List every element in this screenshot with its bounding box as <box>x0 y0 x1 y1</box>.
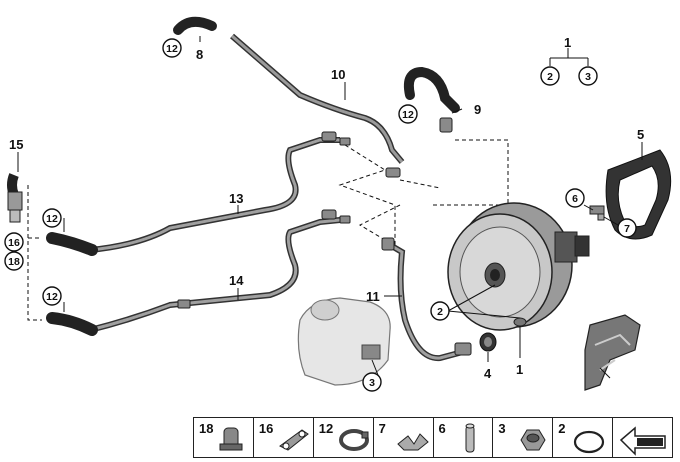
pipe-10 <box>230 33 405 164</box>
o-ring-icon <box>574 430 605 454</box>
callout-11: 11 <box>366 289 380 304</box>
svg-text:2: 2 <box>547 71 553 83</box>
parts-legend: 18 16 12 7 6 3 <box>193 417 673 458</box>
callout-13: 13 <box>229 191 243 206</box>
svg-text:3: 3 <box>369 377 375 389</box>
callout-16: 16 <box>4 232 24 252</box>
clamp-bracket-icon <box>219 427 243 451</box>
callout-12-top: 12 <box>162 38 182 58</box>
svg-text:12: 12 <box>46 291 58 303</box>
callout-6: 6 <box>565 188 585 208</box>
brake-booster <box>447 202 590 331</box>
brake-fluid-reservoir <box>297 297 391 386</box>
mounting-bracket-icon <box>278 429 309 451</box>
legend-item-12: 12 <box>314 418 374 457</box>
callout-10: 10 <box>331 67 345 82</box>
hose-clamp-icon <box>338 429 369 451</box>
callout-1-top: 1 <box>564 35 571 50</box>
callout-9: 9 <box>474 102 481 117</box>
svg-text:3: 3 <box>585 71 591 83</box>
pipe-13 <box>89 137 340 253</box>
legend-item-arrow <box>613 418 672 457</box>
pipe-11 <box>388 242 471 362</box>
legend-item-7: 7 <box>374 418 434 457</box>
legend-item-3: 3 <box>493 418 554 457</box>
fittings <box>177 117 472 356</box>
bracket-17 <box>584 314 641 391</box>
svg-text:18: 18 <box>8 256 20 268</box>
svg-text:12: 12 <box>46 213 58 225</box>
callout-2: 2 <box>430 301 450 321</box>
callout-7: 7 <box>617 218 637 238</box>
connector-15 <box>7 173 23 223</box>
legend-item-6: 6 <box>434 418 494 457</box>
callout-15: 15 <box>9 137 23 152</box>
svg-text:6: 6 <box>572 193 578 205</box>
pin-and-clip <box>589 205 605 221</box>
hose-ends-12 <box>46 232 98 336</box>
svg-text:16: 16 <box>8 237 20 249</box>
hex-nut-icon <box>520 429 546 451</box>
legend-item-2: 2 <box>553 418 614 457</box>
seal-4 <box>479 332 497 352</box>
pin-icon <box>465 423 474 453</box>
callout-3: 3 <box>362 372 382 392</box>
hose-8 <box>173 16 217 35</box>
svg-text:2: 2 <box>437 306 443 318</box>
arrow-icon <box>620 426 666 456</box>
callout-12-right: 12 <box>398 104 418 124</box>
hose-9 <box>403 66 460 113</box>
callout-3-top: 3 <box>578 66 598 86</box>
callout-1: 1 <box>516 362 523 377</box>
callout-12-left-a: 12 <box>42 208 62 228</box>
svg-text:12: 12 <box>402 109 414 121</box>
gasket-5 <box>605 149 672 240</box>
legend-item-18: 18 <box>194 418 254 457</box>
spring-clip-icon <box>396 433 429 451</box>
svg-text:12: 12 <box>166 43 178 55</box>
callout-5: 5 <box>637 127 644 142</box>
callout-2-top: 2 <box>540 66 560 86</box>
callout-18: 18 <box>4 251 24 271</box>
callout-4: 4 <box>484 366 492 381</box>
legend-item-16: 16 <box>254 418 314 457</box>
callout-12-left-b: 12 <box>42 286 62 306</box>
callout-14: 14 <box>229 273 244 288</box>
pipe-14 <box>89 217 341 333</box>
callout-8: 8 <box>196 47 203 62</box>
svg-text:7: 7 <box>624 223 630 235</box>
dash-connections <box>27 139 509 321</box>
